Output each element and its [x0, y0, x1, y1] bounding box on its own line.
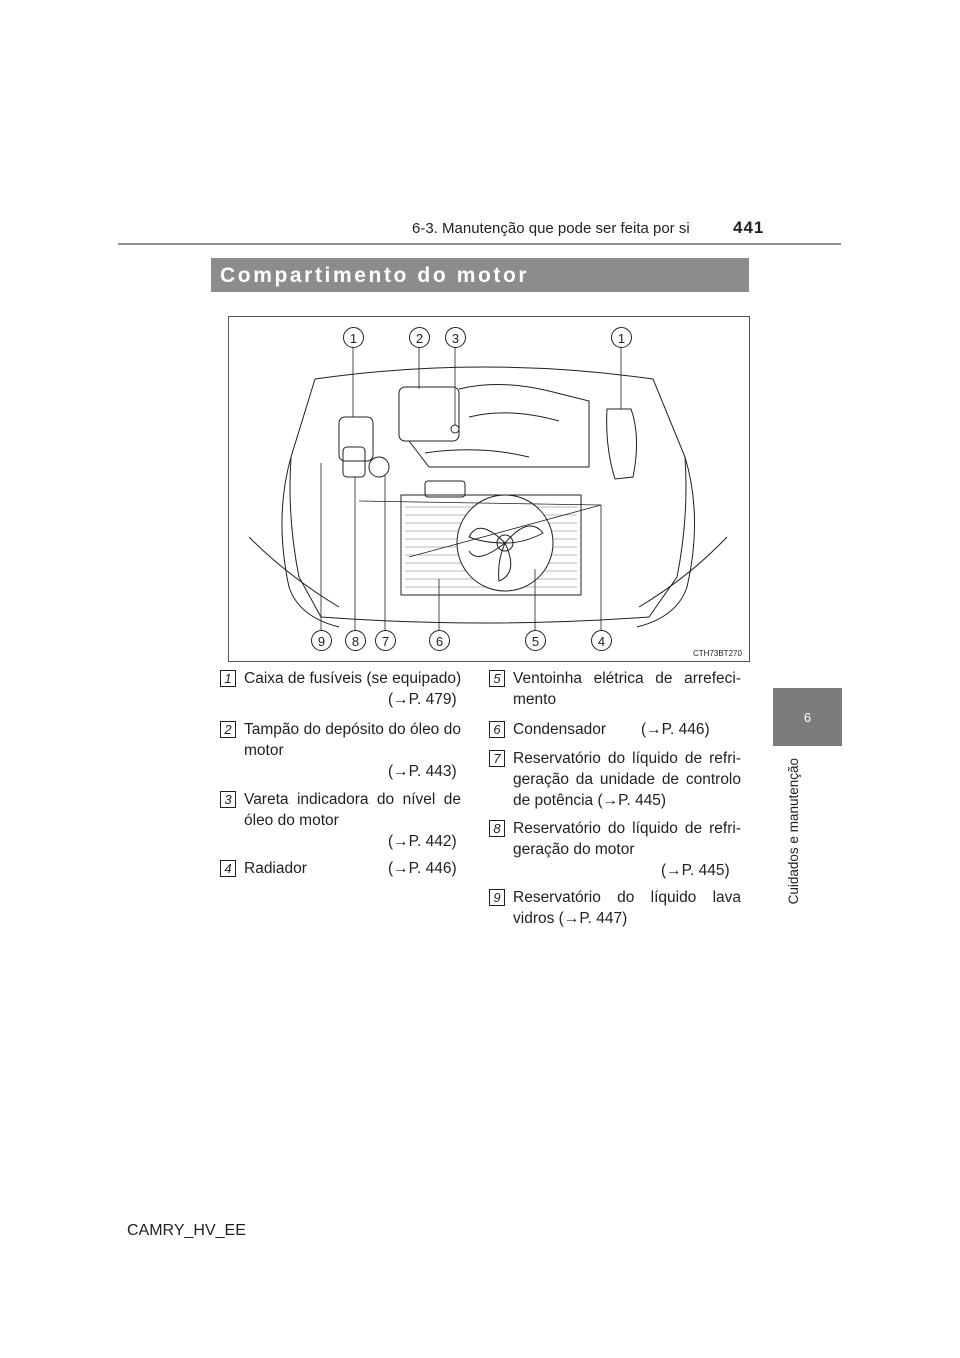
- chapter-label: Cuidados e manutenção: [786, 758, 801, 905]
- callout-1b: 1: [611, 327, 632, 348]
- legend-text: Ventoinha elétrica de arrefeci-: [513, 670, 741, 687]
- figure-code: CTH73BT270: [693, 649, 742, 658]
- legend-text: Caixa de fusíveis (se equipado): [244, 670, 462, 687]
- callout-8: 8: [345, 630, 366, 651]
- legend-text: Condensador: [513, 721, 607, 738]
- chapter-number: 6: [803, 710, 812, 725]
- legend-text-2: geração da unidade de controlo: [513, 771, 741, 788]
- legend-page-ref: (→P. 442): [388, 833, 457, 850]
- callout-1: 1: [343, 327, 364, 348]
- legend-text: Reservatório do líquido de refri-: [513, 750, 741, 767]
- callout-7: 7: [375, 630, 396, 651]
- callout-5: 5: [525, 630, 546, 651]
- callout-6: 6: [429, 630, 450, 651]
- legend-number: 4: [220, 860, 236, 877]
- page-number: 441: [733, 218, 765, 237]
- document-code: CAMRY_HV_EE: [127, 1222, 246, 1239]
- legend-text: Reservatório do líquido de refri-: [513, 820, 741, 837]
- legend-number: 1: [220, 670, 236, 687]
- legend-number: 3: [220, 791, 236, 808]
- callout-4: 4: [591, 630, 612, 651]
- legend-text: Radiador: [244, 860, 307, 877]
- legend-page-ref: (→P. 445): [661, 862, 730, 879]
- title-bar: [211, 258, 749, 292]
- page-title: Compartimento do motor: [220, 264, 530, 287]
- legend-number: 8: [489, 820, 505, 837]
- legend-text-2: mento: [513, 691, 557, 708]
- callout-3: 3: [445, 327, 466, 348]
- chapter-tab: [773, 688, 842, 746]
- callout-9: 9: [311, 630, 332, 651]
- engine-compartment-illustration: 1 2 3 1 9 8 7 6 5 4: [228, 316, 750, 662]
- legend-number: 2: [220, 721, 236, 738]
- legend-text: Tampão do depósito do óleo do: [244, 721, 461, 738]
- legend-page-ref: (→P. 446): [641, 721, 710, 738]
- legend-number: 5: [489, 670, 505, 687]
- header-divider: [118, 243, 841, 245]
- legend-number: 7: [489, 750, 505, 767]
- legend-number: 6: [489, 721, 505, 738]
- legend-text-2: motor: [244, 742, 284, 759]
- legend-page-ref: (→P. 443): [388, 763, 457, 780]
- legend-text-2: vidros (→P. 447): [513, 910, 628, 927]
- legend-text-2: geração do motor: [513, 841, 635, 858]
- legend-text: Reservatório do líquido lava: [513, 889, 741, 906]
- legend-text-3: de potência (→P. 445): [513, 792, 667, 809]
- callout-2: 2: [409, 327, 430, 348]
- legend-number: 9: [489, 889, 505, 906]
- legend-text: Vareta indicadora do nível de: [244, 791, 461, 808]
- section-heading: 6-3. Manutenção que pode ser feita por s…: [412, 220, 690, 237]
- engine-bay-drawing: [248, 347, 728, 633]
- legend-page-ref: (→P. 479): [388, 691, 457, 708]
- legend-page-ref: (→P. 446): [388, 860, 457, 877]
- legend-text-2: óleo do motor: [244, 812, 339, 829]
